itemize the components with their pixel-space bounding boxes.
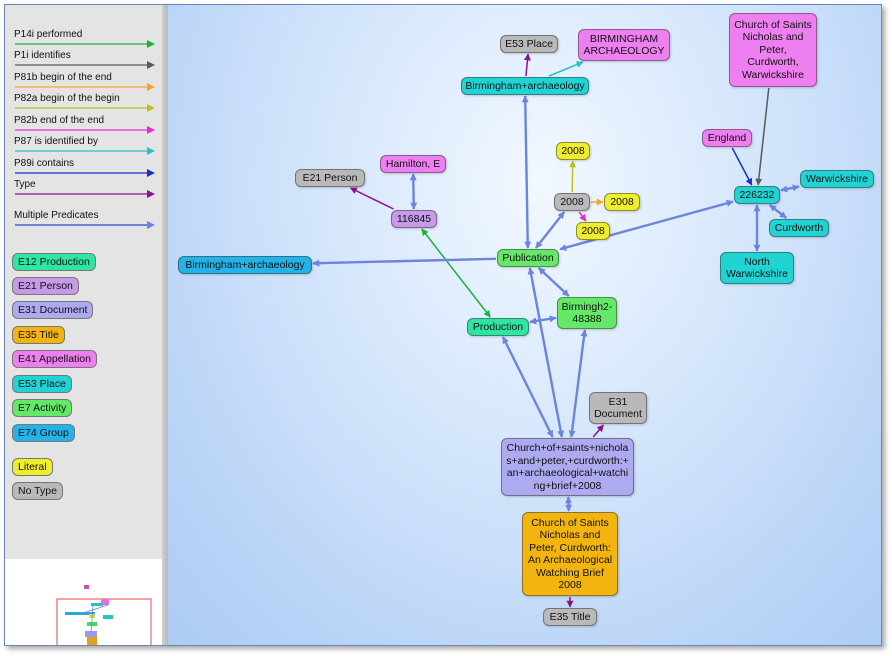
node-literal-2008-low[interactable]: 2008 (576, 222, 610, 240)
legend-predicate-label: Multiple Predicates (14, 210, 99, 221)
node-hamilton[interactable]: Hamilton, E (380, 155, 446, 173)
node-church-appellation[interactable]: Church of Saints Nicholas and Peter, Cur… (729, 13, 817, 87)
legend-predicate-label: P89i contains (14, 158, 75, 169)
legend-predicate-arrow-icon (15, 190, 155, 198)
legend-predicate-type[interactable]: Type (13, 179, 155, 199)
node-north-warwickshire[interactable]: North Warwickshire (720, 252, 794, 284)
node-e31-document[interactable]: E31 Document (589, 392, 647, 424)
legend-predicate-arrow-icon (15, 40, 155, 48)
node-birmingham-archaeology-appellation[interactable]: BIRMINGHAM ARCHAEOLOGY (578, 29, 670, 61)
edge-publication-to-birmingham-archaeology-group[interactable] (312, 257, 497, 267)
edge-person-116845-to-hamilton[interactable] (409, 173, 418, 210)
minimap-node (65, 612, 95, 615)
minimap-drawing (56, 585, 152, 645)
legend-predicate-p82b-end-of-the-end[interactable]: P82b end of the end (13, 115, 155, 135)
minimap-node (103, 615, 113, 619)
node-document[interactable]: Church+of+saints+nicholas+and+peter,+cur… (501, 438, 634, 496)
node-title[interactable]: Church of Saints Nicholas and Peter, Cur… (522, 512, 618, 596)
legend-class-no-type[interactable]: No Type (12, 482, 63, 500)
graph-canvas[interactable]: E53 Place BIRMINGHAM ARCHAEOLOGY Birmingha… (168, 5, 881, 645)
edge-publication-to-date-2008[interactable] (534, 211, 566, 249)
node-curdworth[interactable]: Curdworth (769, 219, 829, 237)
legend-class-e35-title[interactable]: E35 Title (12, 326, 65, 344)
legend-class-e12-production[interactable]: E12 Production (12, 253, 96, 271)
legend-predicate-label: P82b end of the end (14, 115, 105, 126)
legend-predicate-p81b-begin-of-the-end[interactable]: P81b begin of the end (13, 72, 155, 92)
edge-person-116845-to-production[interactable] (421, 228, 491, 318)
node-date-2008[interactable]: 2008 (554, 193, 590, 211)
minimap-node (87, 637, 97, 645)
legend-predicate-p1i-identifies[interactable]: P1i identifies (13, 50, 155, 70)
legend-predicate-label: Type (14, 179, 36, 190)
legend-class-e21-person[interactable]: E21 Person (12, 277, 79, 295)
minimap-node (85, 631, 97, 637)
node-birmingham-archaeology-group[interactable]: Birmingham+archaeology (178, 256, 312, 274)
edge-person-116845-to-e21-person[interactable] (349, 187, 394, 210)
legend-predicate-arrow-icon (15, 83, 155, 91)
node-birmingham-archaeology-place[interactable]: Birmingham+archaeology (461, 77, 589, 95)
edge-place-226232-to-church-appellation[interactable] (755, 87, 770, 186)
node-person-116845[interactable]: 116845 (391, 210, 437, 228)
node-place-226232[interactable]: 226232 (734, 186, 780, 204)
edge-england-to-place-226232[interactable] (731, 147, 753, 186)
edge-document-to-birmingh2[interactable] (568, 329, 588, 438)
edge-place-226232-to-curdworth[interactable] (768, 204, 788, 219)
legend-predicate-arrow-icon (15, 169, 155, 177)
legend-predicate-arrow-icon (15, 126, 155, 134)
node-literal-2008-right[interactable]: 2008 (604, 193, 640, 211)
legend-predicate-label: P87 is identified by (14, 136, 98, 147)
graph-overview-minimap[interactable] (5, 559, 162, 645)
minimap-node (101, 599, 109, 605)
legend-predicate-arrow-icon (15, 104, 155, 112)
legend-predicate-p82a-begin-of-the-begin[interactable]: P82a begin of the begin (13, 93, 155, 113)
graph-edges-layer (312, 53, 800, 608)
legend-class-e53-place[interactable]: E53 Place (12, 375, 72, 393)
node-literal-2008-top[interactable]: 2008 (556, 142, 590, 160)
legend-predicate-arrow-icon (15, 61, 155, 69)
node-e35-title[interactable]: E35 Title (543, 608, 597, 626)
edge-document-to-e31-document[interactable] (592, 424, 605, 438)
edge-production-to-birmingh2[interactable] (529, 315, 557, 325)
node-birmingh2[interactable]: Birmingh2-48388 (557, 297, 617, 329)
legend-predicate-p14i-performed[interactable]: P14i performed (13, 29, 155, 49)
legend-predicate-label: P14i performed (14, 29, 83, 40)
legend-predicate-arrow-icon (15, 147, 155, 155)
legend-predicate-arrow-icon (15, 221, 155, 229)
node-production[interactable]: Production (467, 318, 529, 336)
legend-predicate-label: P81b begin of the end (14, 72, 112, 83)
legend-class-e31-document[interactable]: E31 Document (12, 301, 94, 319)
legend-class-e74-group[interactable]: E74 Group (12, 424, 75, 442)
legend-predicate-multiple-predicates[interactable]: Multiple Predicates (13, 210, 155, 230)
legend-class-literal[interactable]: Literal (12, 458, 53, 476)
legend-predicate-p89i-contains[interactable]: P89i contains (13, 158, 155, 178)
node-e53-place-top[interactable]: E53 Place (500, 35, 558, 53)
node-publication[interactable]: Publication (497, 249, 559, 267)
edge-publication-to-birmingham-archaeology-place[interactable] (521, 95, 532, 249)
edge-place-226232-to-warwickshire[interactable] (780, 184, 800, 193)
legend-class-e41-appellation[interactable]: E41 Appellation (12, 350, 97, 368)
node-e21-person[interactable]: E21 Person (295, 169, 365, 187)
edge-publication-to-birmingh2[interactable] (537, 267, 570, 297)
node-warwickshire[interactable]: Warwickshire (800, 170, 874, 188)
edge-date-2008-to-literal-2008-top[interactable] (569, 160, 577, 193)
edge-birmingham-archaeology-place-to-e53-place-top[interactable] (523, 53, 531, 77)
legend-predicate-label: P82a begin of the begin (14, 93, 120, 104)
edge-document-to-publication[interactable] (527, 267, 565, 438)
legend-predicate-label: P1i identifies (14, 50, 71, 61)
minimap-node (84, 585, 89, 589)
edge-publication-to-place-226232[interactable] (559, 199, 734, 251)
node-england[interactable]: England (702, 129, 752, 147)
edge-date-2008-to-literal-2008-low[interactable] (578, 211, 587, 222)
minimap-edge (90, 605, 94, 634)
minimap-node (91, 603, 103, 606)
minimap-edge (79, 604, 109, 615)
legend-predicate-p87-is-identified-by[interactable]: P87 is identified by (13, 136, 155, 156)
legend-class-e7-activity[interactable]: E7 Activity (12, 399, 73, 417)
edge-birmingham-archaeology-place-to-birmingham-archaeology-appellation[interactable] (548, 61, 584, 77)
panel-splitter[interactable] (162, 5, 168, 645)
